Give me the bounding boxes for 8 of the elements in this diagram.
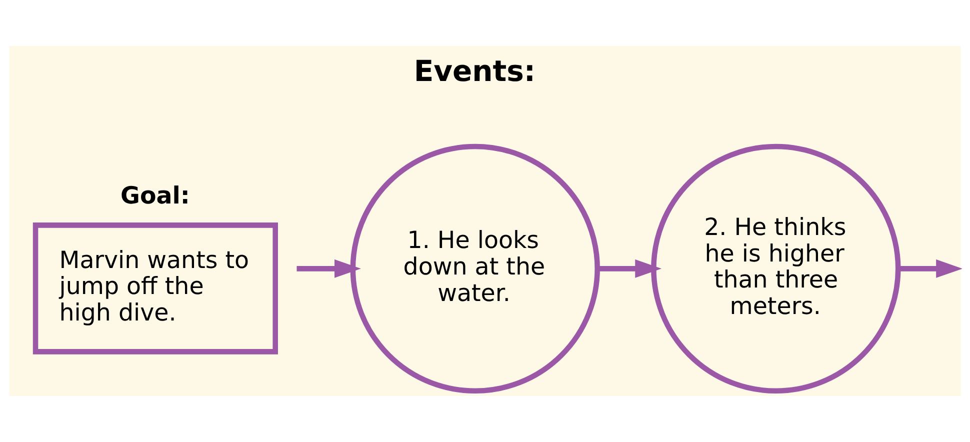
node-label: Goal: — [120, 181, 190, 210]
node-circle: 1. He looks down at the water. — [350, 144, 600, 394]
arrow — [296, 259, 361, 278]
label: Events: — [414, 54, 536, 88]
node-circle: 2. He thinks he is higher than three meters. — [651, 144, 901, 394]
arrow — [597, 259, 662, 278]
arrow — [898, 259, 962, 278]
node-box: Marvin wants to jump off the high dive. — [32, 222, 278, 354]
